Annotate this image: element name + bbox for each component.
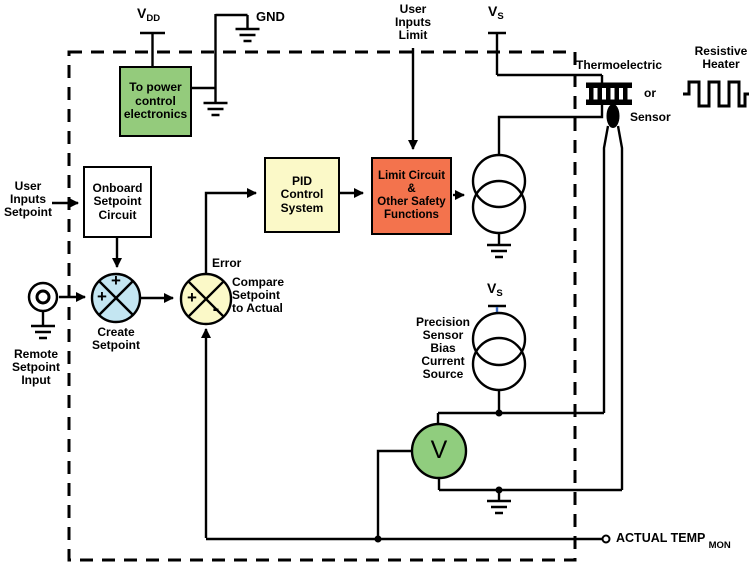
resistive-heater-label: Resistive Heater	[694, 44, 748, 71]
dashed-enclosure	[67, 50, 577, 562]
or-label: or	[644, 86, 656, 100]
compare-junction-minus-bottom: -	[212, 297, 220, 320]
monitor-terminal-icon	[601, 534, 611, 544]
bias-wire	[436, 390, 604, 423]
error-label: Error	[212, 256, 242, 270]
vdd-main: V	[137, 5, 147, 21]
onboard-setpoint-box: Onboard Setpoint Circuit	[83, 166, 152, 238]
ground-icon	[487, 233, 511, 259]
sensor-label: Sensor	[630, 110, 671, 124]
ground-icon	[235, 27, 260, 43]
summing-junction-create	[90, 272, 142, 324]
power-electronics-box: To power control electronics	[119, 66, 192, 137]
voltmeter-out-wire	[376, 449, 412, 539]
wire-net	[27, 13, 624, 544]
sensor-bead-icon	[606, 104, 620, 128]
vdd-rail	[140, 31, 165, 66]
ground-icon	[31, 311, 55, 340]
create-junction-plus-top: +	[111, 270, 121, 290]
vs-supply-label-top: VS	[488, 4, 504, 24]
error-arrow	[204, 188, 257, 274]
limit-circuit-box: Limit Circuit & Other Safety Functions	[371, 157, 452, 235]
tec-icon	[586, 82, 632, 105]
ground-icon	[203, 101, 228, 117]
remote-setpoint-label: Remote Setpoint Input	[12, 347, 60, 387]
user-inputs-limit-label: User Inputs Limit	[395, 2, 431, 42]
actual-temp-sub: MON	[708, 540, 731, 551]
vs-mid-sub: S	[496, 288, 503, 299]
rca-connector-icon	[35, 289, 51, 305]
source-to-tec-wire	[497, 104, 604, 155]
sensor-probe-icon	[602, 125, 624, 490]
actual-temp-main: ACTUAL TEMP	[616, 531, 706, 545]
vs-supply-label-mid: VS	[487, 281, 503, 301]
gnd-label: GND	[256, 9, 285, 24]
vdd-label: VDD	[137, 6, 160, 26]
summing-junction-compare	[179, 272, 233, 326]
ground-icon	[487, 490, 511, 515]
vdd-sub: DD	[146, 13, 161, 24]
thermoelectric-label: Thermoelectric	[576, 58, 663, 72]
user-inputs-setpoint-label: User Inputs Setpoint	[4, 179, 52, 219]
vs-top-main: V	[488, 3, 498, 19]
compare-junction-plus-left: +	[187, 287, 197, 307]
create-junction-plus-left: +	[97, 286, 107, 306]
voltmeter-low-wire	[437, 478, 622, 492]
create-setpoint-label: Create Setpoint	[92, 325, 140, 352]
gnd-net	[190, 13, 249, 103]
actual-temp-label: ACTUAL TEMP MON	[616, 531, 731, 552]
precision-current-source-icon	[471, 311, 527, 392]
voltmeter-value: V	[430, 436, 448, 464]
precision-source-label: Precision Sensor Bias Current Source	[415, 315, 471, 381]
rca-connector-icon	[27, 281, 59, 313]
pid-control-box: PID Control System	[264, 157, 340, 233]
vs-top-sub: S	[497, 11, 504, 22]
vs-rail-top	[488, 31, 604, 84]
junction-dot	[495, 409, 503, 417]
current-source-icon	[471, 153, 527, 235]
compare-label: Compare Setpoint to Actual	[232, 275, 285, 315]
vs-mid-main: V	[487, 280, 497, 296]
resistor-waveform-icon	[683, 80, 749, 108]
